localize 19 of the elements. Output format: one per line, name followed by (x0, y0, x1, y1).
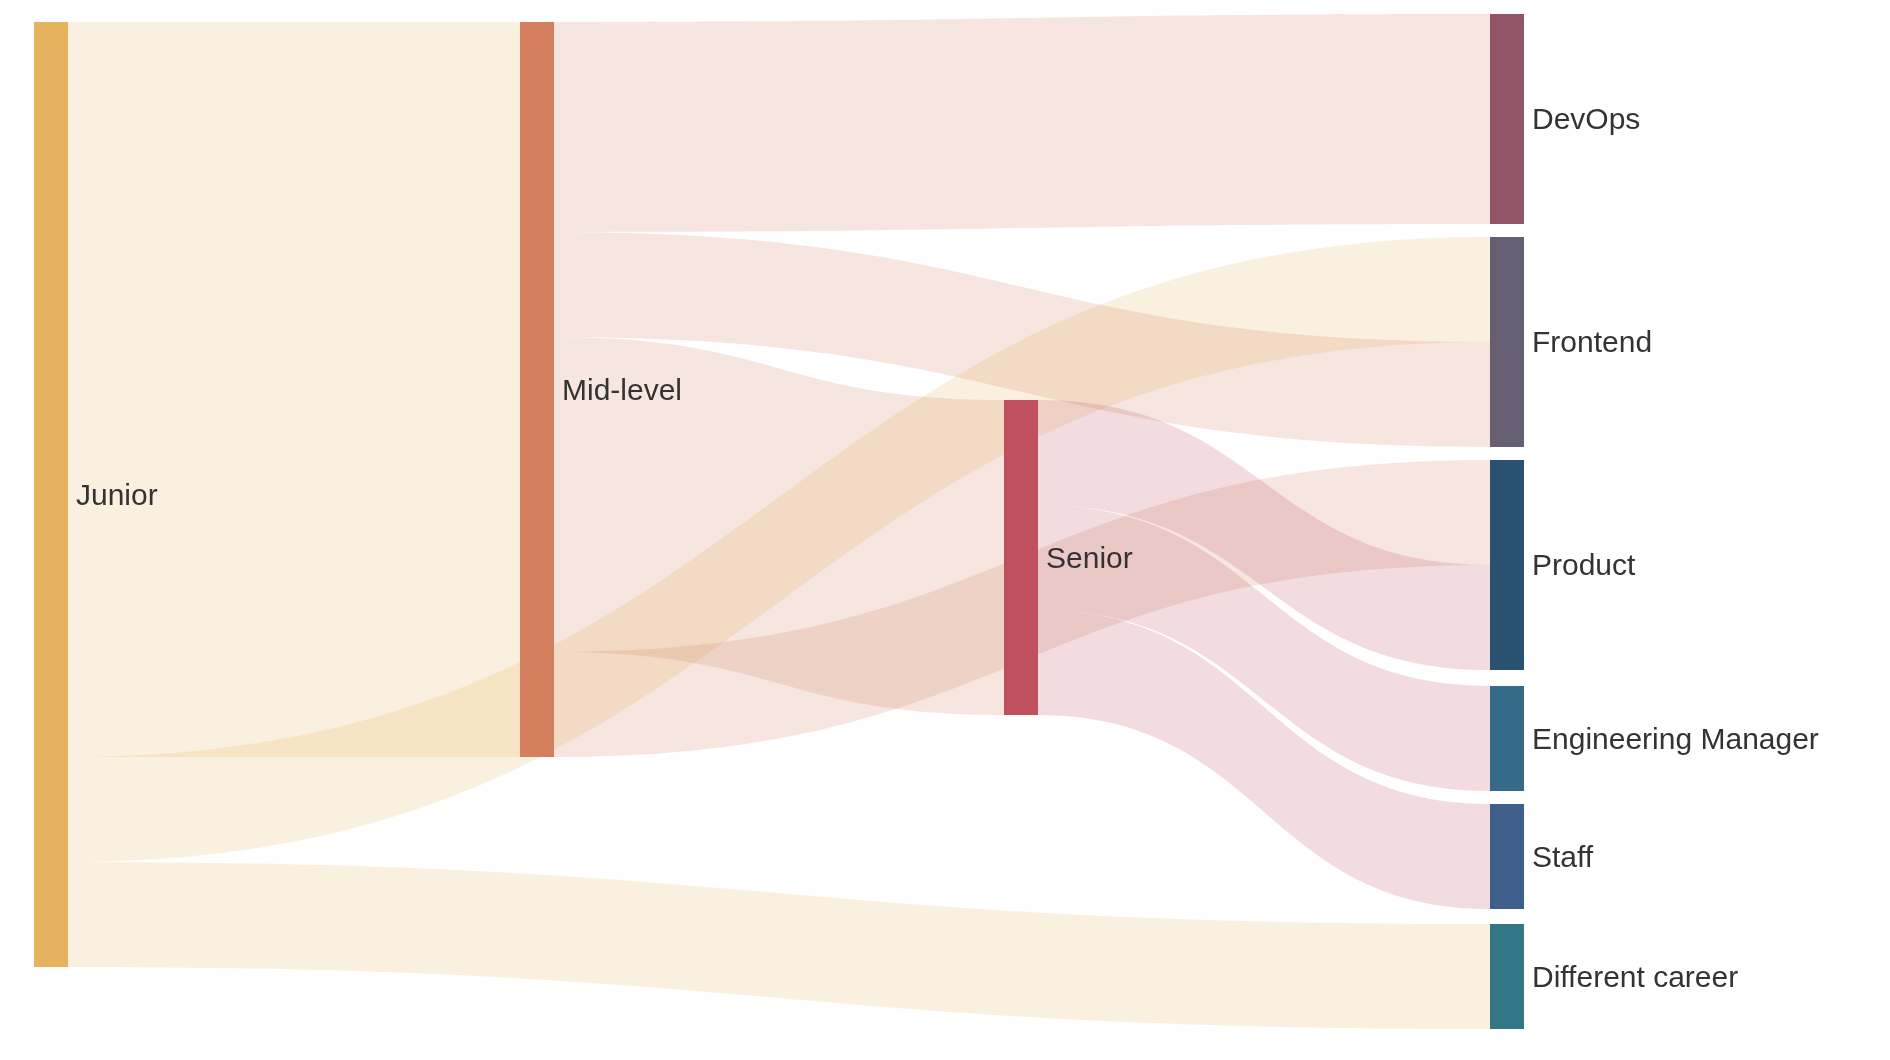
node-label: DevOps (1532, 102, 1641, 136)
flow-band (68, 22, 520, 757)
node-label: Junior (76, 477, 158, 512)
flow-band (68, 237, 1490, 862)
node-label: Product (1532, 548, 1636, 582)
flow-band (1038, 505, 1490, 791)
flow-band (554, 460, 1490, 757)
flow-band (554, 337, 1004, 715)
node-label: Frontend (1532, 325, 1653, 359)
flow-band (554, 232, 1490, 447)
node-label: Different career (1532, 959, 1739, 994)
flow-band (1038, 610, 1490, 909)
flow-band (554, 14, 1490, 232)
node-label: Staff (1532, 839, 1594, 874)
node-label: Mid-level (562, 372, 683, 407)
node-label: Senior (1046, 540, 1133, 575)
flow-band (1038, 400, 1490, 670)
flow-band (68, 862, 1490, 1029)
node-label: Engineering Manager (1532, 721, 1819, 756)
